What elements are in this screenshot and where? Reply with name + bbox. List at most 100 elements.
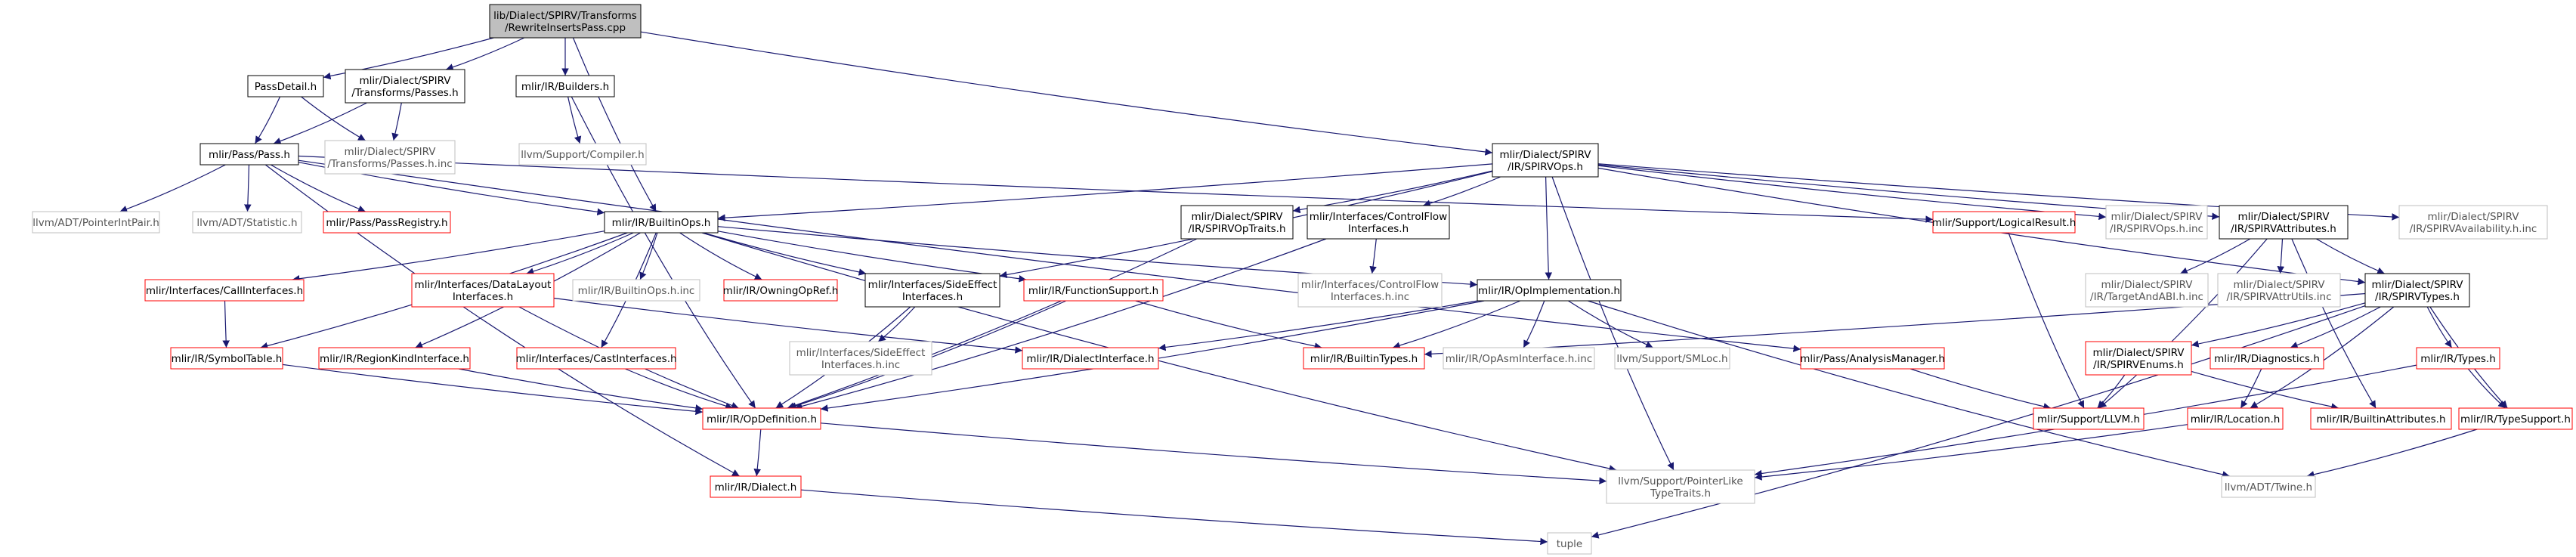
node-box — [515, 75, 615, 97]
edge-root-to-passdetail — [323, 37, 494, 80]
node-box — [489, 4, 642, 39]
edge-passdetail-to-passpass — [254, 96, 281, 144]
edge-regionkind-to-opdefinition — [458, 368, 704, 412]
node-label-line: mlir/IR/Types.h — [2420, 353, 2496, 365]
node-box — [411, 273, 555, 308]
node-label-line: lib/Dialect/SPIRV/Transforms — [493, 10, 637, 22]
node-irtypes[interactable]: mlir/IR/Types.h — [2416, 347, 2500, 370]
node-passregistry[interactable]: mlir/Pass/PassRegistry.h — [323, 211, 451, 234]
node-label-line: mlir/Dialect/SPIRV — [2101, 279, 2193, 291]
node-location[interactable]: mlir/IR/Location.h — [2187, 407, 2284, 430]
node-passpass[interactable]: mlir/Pass/Pass.h — [199, 143, 299, 166]
node-label-line: mlir/Interfaces/CallInterfaces.h — [146, 285, 303, 297]
node-label-line: mlir/IR/OpDefinition.h — [707, 413, 817, 425]
node-label-line: mlir/IR/TypeSupport.h — [2460, 413, 2571, 425]
node-opimplementation[interactable]: mlir/IR/OpImplementation.h — [1477, 279, 1622, 302]
node-label-line: mlir/Interfaces/ControlFlow — [1310, 211, 1447, 223]
edge-spirvattributes-to-spirvattrutils — [2277, 238, 2285, 274]
node-passdetail[interactable]: PassDetail.h — [247, 75, 324, 97]
node-regionkind[interactable]: mlir/IR/RegionKindInterface.h — [318, 347, 471, 370]
edge-symboltable-to-opdefinition — [282, 364, 704, 416]
node-label-line: Interfaces.h.inc — [821, 359, 900, 371]
node-builtinops[interactable]: mlir/IR/BuiltinOps.h — [604, 211, 719, 234]
node-box — [1307, 205, 1450, 240]
edge-analysismanager-to-supportllvm — [1910, 368, 2052, 410]
node-box — [345, 69, 465, 104]
edge-spirvattributes-to-targetandabi — [2179, 238, 2251, 274]
node-label-line: /IR/SPIRVAvailability.h.inc — [2410, 223, 2537, 235]
node-label-line: Interfaces.h — [453, 291, 513, 303]
node-spirvoptraits[interactable]: mlir/Dialect/SPIRV/IR/SPIRVOpTraits.h — [1180, 205, 1294, 240]
node-spirvattributes[interactable]: mlir/Dialect/SPIRV/IR/SPIRVAttributes.h — [2219, 205, 2349, 240]
edge-functionsupport-to-builtintypes — [1135, 300, 1322, 350]
edge-spirvpasses-to-passpass — [273, 102, 367, 145]
node-statistic: llvm/ADT/Statistic.h — [192, 211, 302, 234]
node-box — [864, 273, 1000, 308]
node-logicalresult[interactable]: mlir/Support/LogicalResult.h — [1932, 211, 2077, 234]
edge-location-to-pointerlike — [1754, 424, 2188, 481]
node-label-line: llvm/ADT/Twine.h — [2225, 481, 2312, 494]
node-label-line: mlir/IR/Location.h — [2191, 413, 2281, 425]
node-label-line: mlir/Support/LLVM.h — [2037, 413, 2140, 425]
node-label-line: mlir/IR/DialectInterface.h — [1026, 353, 1154, 365]
node-label-line: mlir/IR/OwningOpRef.h — [723, 285, 839, 297]
edge-spirvops-to-builtinops — [717, 163, 1493, 221]
node-diagnostics[interactable]: mlir/IR/Diagnostics.h — [2210, 347, 2324, 370]
node-label-line: mlir/IR/Diagnostics.h — [2214, 353, 2320, 365]
node-supportllvm[interactable]: mlir/Support/LLVM.h — [2033, 407, 2145, 430]
node-smloc: llvm/Support/SMLoc.h — [1614, 347, 1730, 370]
node-label-line: mlir/IR/OpAsmInterface.h.inc — [1446, 353, 1593, 365]
node-box — [199, 143, 299, 166]
node-spirvattrutils: mlir/Dialect/SPIRV/IR/SPIRVAttrUtils.inc — [2217, 273, 2341, 308]
node-irdialect[interactable]: mlir/IR/Dialect.h — [710, 475, 802, 498]
node-box — [2105, 205, 2208, 240]
node-root[interactable]: lib/Dialect/SPIRV/Transforms/RewriteInse… — [489, 4, 642, 39]
node-callinterfaces[interactable]: mlir/Interfaces/CallInterfaces.h — [144, 279, 305, 302]
edge-spirvenums-to-builtinattributes — [2191, 370, 2339, 410]
node-spirvpasses[interactable]: mlir/Dialect/SPIRV/Transforms/Passes.h — [345, 69, 465, 104]
node-spirvtypes[interactable]: mlir/Dialect/SPIRV/IR/SPIRVTypes.h — [2364, 273, 2470, 308]
node-spirvenums[interactable]: mlir/Dialect/SPIRV/IR/SPIRVEnums.h — [2085, 341, 2192, 376]
edge-callinterfaces-to-symboltable — [222, 300, 230, 348]
node-box — [2458, 407, 2573, 430]
node-label-line: mlir/Dialect/SPIRV — [2427, 211, 2519, 223]
edge-opdefinition-to-irdialect — [753, 429, 762, 477]
node-builders[interactable]: mlir/IR/Builders.h — [515, 75, 615, 97]
node-label-line: mlir/Interfaces/DataLayout — [415, 279, 552, 291]
node-box — [572, 279, 700, 302]
node-box — [604, 211, 719, 234]
node-sideeffectinc: mlir/Interfaces/SideEffectInterfaces.h.i… — [789, 341, 932, 376]
node-label-line: /IR/SPIRVOps.h.inc — [2110, 223, 2203, 235]
node-builtintypes[interactable]: mlir/IR/BuiltinTypes.h — [1303, 347, 1425, 370]
edge-spirvenums-to-supportllvm — [2097, 374, 2126, 409]
node-label-line: /IR/SPIRVEnums.h — [2093, 359, 2184, 371]
node-owningopref[interactable]: mlir/IR/OwningOpRef.h — [723, 279, 839, 302]
node-builtinattributes[interactable]: mlir/IR/BuiltinAttributes.h — [2310, 407, 2452, 430]
node-castinterfaces[interactable]: mlir/Interfaces/CastInterfaces.h — [515, 347, 677, 370]
node-label-line: mlir/Interfaces/CastInterfaces.h — [515, 353, 676, 365]
node-symboltable[interactable]: mlir/IR/SymbolTable.h — [170, 347, 283, 370]
node-box — [2221, 475, 2316, 498]
node-box — [1180, 205, 1294, 240]
node-opdefinition[interactable]: mlir/IR/OpDefinition.h — [702, 407, 821, 430]
node-label-line: mlir/Dialect/SPIRV — [359, 75, 451, 87]
node-label-line: /RewriteInsertsPass.cpp — [505, 22, 626, 34]
node-box — [518, 143, 647, 166]
edge-controlflow-to-controlflowinc — [1369, 238, 1377, 274]
node-typesupport[interactable]: mlir/IR/TypeSupport.h — [2458, 407, 2573, 430]
node-analysismanager[interactable]: mlir/Pass/AnalysisManager.h — [1800, 347, 1945, 370]
edge-builtinops-to-callinterfaces — [292, 231, 605, 283]
node-box — [2210, 347, 2324, 370]
node-dialectinterface[interactable]: mlir/IR/DialectInterface.h — [1022, 347, 1159, 370]
node-functionsupport[interactable]: mlir/IR/FunctionSupport.h — [1023, 279, 1164, 302]
edge-typesupport-to-twine — [2306, 429, 2478, 478]
node-box — [2416, 347, 2500, 370]
edge-builtinops-to-pointerlike — [701, 232, 1617, 472]
node-spirvops[interactable]: mlir/Dialect/SPIRV/IR/SPIRVOps.h — [1492, 143, 1599, 178]
node-tuple: tuple — [1547, 532, 1592, 555]
node-label-line: tuple — [1557, 538, 1582, 550]
edge-datalayout-to-dialectinterface — [553, 297, 1023, 354]
